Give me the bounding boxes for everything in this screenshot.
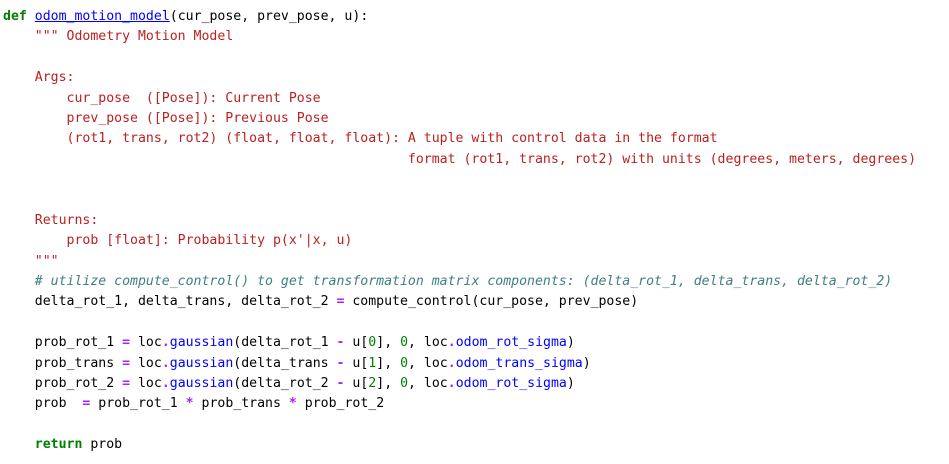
code-token: (delta_rot_1 — [233, 335, 337, 351]
code-token: ) — [582, 355, 591, 371]
code-line: prob_rot_1 = loc.gaussian(delta_rot_1 - … — [3, 333, 949, 353]
code-token: format (rot1, trans, rot2) with units (d… — [3, 151, 917, 167]
code-token: prob_trans — [3, 355, 123, 371]
code-token: (rot1, trans, rot2) (float, float, float… — [3, 131, 718, 147]
code-line: (rot1, trans, rot2) (float, float, float… — [3, 129, 949, 149]
code-token: prev_pose ([Pose]): Previous Pose — [3, 110, 329, 126]
code-token: (delta_rot_2 — [233, 376, 337, 392]
code-token: 0 — [400, 376, 409, 392]
code-token: - — [336, 335, 345, 351]
code-token: (delta_trans — [233, 355, 337, 371]
code-token: prob_rot_2 — [296, 396, 385, 412]
code-line: Args: — [3, 68, 949, 88]
code-line: # utilize compute_control() to get trans… — [3, 272, 949, 292]
code-token: * — [288, 396, 297, 412]
code-token: delta_rot_1, delta_trans, delta_rot_2 — [3, 294, 337, 310]
code-token: compute_control(cur_pose, prev_pose) — [344, 294, 639, 310]
code-token: = — [122, 335, 131, 351]
code-token: prob_rot_1 — [3, 335, 123, 351]
code-token: = — [122, 376, 131, 392]
code-line: prev_pose ([Pose]): Previous Pose — [3, 109, 949, 129]
code-token: loc — [130, 355, 162, 371]
code-token: gaussian — [169, 355, 234, 371]
code-token: , loc — [408, 355, 448, 371]
code-token: loc — [130, 335, 162, 351]
code-token — [3, 29, 35, 44]
code-token: . — [447, 355, 456, 371]
code-token: - — [336, 376, 345, 392]
code-token: . — [161, 335, 170, 351]
code-line: delta_rot_1, delta_trans, delta_rot_2 = … — [3, 292, 949, 312]
code-token: odom_rot_sigma — [455, 376, 567, 392]
code-line: Returns: — [3, 211, 949, 231]
code-token: odom_trans_sigma — [455, 355, 583, 371]
code-line: cur_pose ([Pose]): Current Pose — [3, 89, 949, 109]
code-token: - — [336, 355, 345, 371]
code-token: gaussian — [169, 335, 234, 351]
code-token: . — [447, 376, 456, 392]
code-token: . — [161, 376, 170, 392]
code-token: , loc — [408, 335, 448, 351]
code-token: Returns: — [3, 212, 99, 228]
code-token: loc — [130, 376, 162, 392]
code-token: def — [3, 9, 27, 24]
code-token: ) — [566, 335, 575, 351]
code-token: cur_pose ([Pose]): Current Pose — [3, 90, 321, 106]
code-line: return prob — [3, 435, 949, 455]
code-token: 0 — [400, 335, 409, 351]
code-token: u[ — [344, 376, 369, 392]
code-token — [3, 437, 35, 452]
code-line — [3, 48, 949, 68]
code-token: odom_motion_model — [34, 9, 170, 24]
code-token: 0 — [368, 335, 377, 351]
code-token: """ — [3, 253, 59, 269]
code-token: u[ — [344, 335, 369, 351]
code-token: # utilize compute_control() to get trans… — [34, 274, 893, 290]
code-token: = — [336, 294, 345, 310]
code-line: """ — [3, 252, 949, 272]
code-line: def odom_motion_model(cur_pose, prev_pos… — [3, 7, 949, 27]
code-token: gaussian — [169, 376, 234, 392]
code-token: return — [34, 437, 83, 453]
code-line: prob [float]: Probability p(x'|x, u) — [3, 231, 949, 251]
code-token: prob_rot_2 — [3, 376, 123, 392]
code-token: ], — [376, 335, 401, 351]
code-token: 2 — [368, 376, 377, 392]
code-token — [3, 274, 35, 289]
code-line: prob = prob_rot_1 * prob_trans * prob_ro… — [3, 394, 949, 414]
code-token: u[ — [344, 355, 369, 371]
code-line — [3, 170, 949, 190]
code-token: ], — [376, 355, 401, 371]
code-line — [3, 415, 949, 435]
code-token: prob_trans — [193, 396, 289, 412]
code-token: prob [float]: Probability p(x'|x, u) — [3, 233, 353, 249]
code-line: prob_trans = loc.gaussian(delta_trans - … — [3, 354, 949, 374]
code-token: 1 — [368, 355, 377, 371]
code-line — [3, 313, 949, 333]
code-token: = — [122, 355, 131, 371]
code-token: Args: — [3, 70, 75, 86]
code-token: 0 — [400, 355, 409, 371]
code-line: """ Odometry Motion Model — [3, 27, 949, 47]
code-token: , loc — [408, 376, 448, 392]
code-token: ) — [566, 376, 575, 392]
code-token: prob_rot_1 — [90, 396, 186, 412]
code-token: ], — [376, 376, 401, 392]
code-token: prob — [3, 396, 83, 412]
code-token — [27, 9, 35, 24]
code-token: odom_rot_sigma — [455, 335, 567, 351]
code-token: . — [447, 335, 456, 351]
code-token: . — [161, 355, 170, 371]
code-line: prob_rot_2 = loc.gaussian(delta_rot_2 - … — [3, 374, 949, 394]
code-line: format (rot1, trans, rot2) with units (d… — [3, 150, 949, 170]
code-token: """ Odometry Motion Model — [34, 29, 234, 45]
code-token: = — [82, 396, 91, 412]
code-line — [3, 191, 949, 211]
code-token: (cur_pose, prev_pose, u): — [169, 9, 369, 24]
code-token: prob — [82, 437, 123, 453]
code-token: * — [185, 396, 194, 412]
